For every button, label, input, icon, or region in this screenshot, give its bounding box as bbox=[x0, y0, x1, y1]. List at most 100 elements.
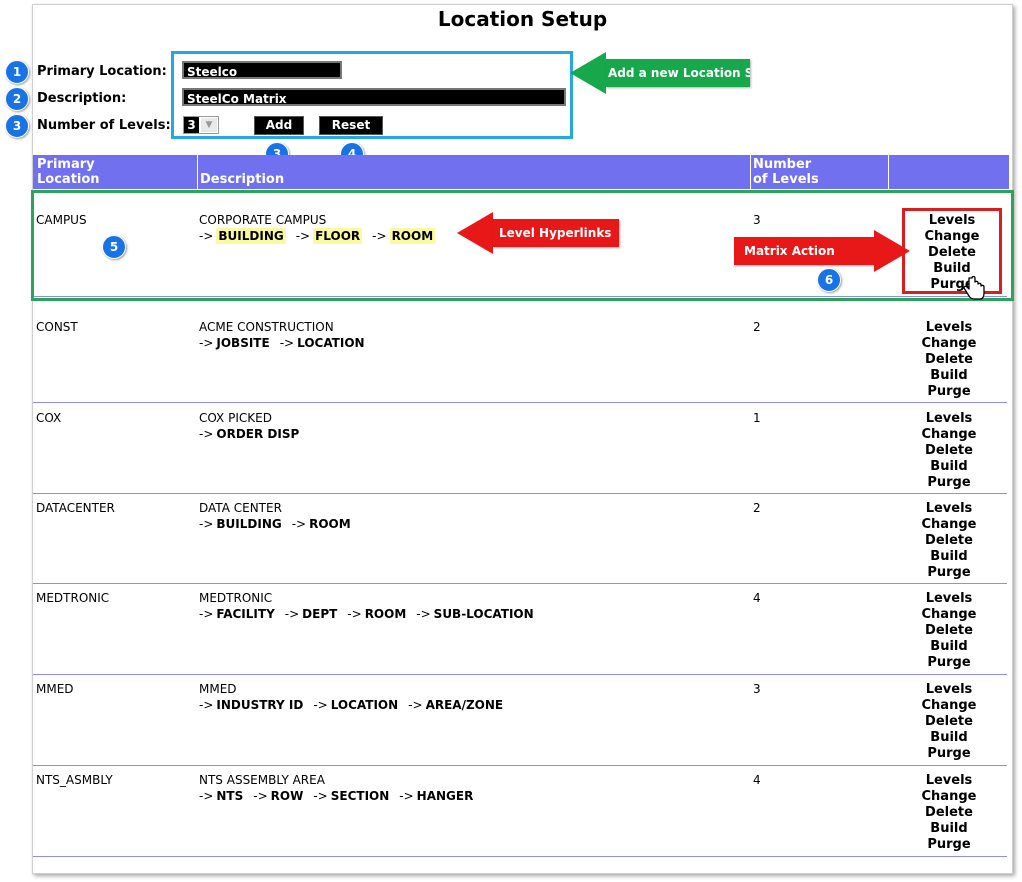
row-divider bbox=[33, 674, 1007, 675]
action-link-build[interactable]: Build bbox=[930, 639, 968, 654]
action-link-change[interactable]: Change bbox=[921, 607, 977, 622]
action-link-delete[interactable]: Delete bbox=[925, 714, 973, 729]
action-link-build[interactable]: Build bbox=[930, 459, 968, 474]
number-of-levels-select[interactable]: 3 ▼ bbox=[183, 116, 219, 134]
action-link-change[interactable]: Change bbox=[924, 229, 980, 244]
badge-2: 2 bbox=[5, 87, 29, 111]
level-link[interactable]: ROOM bbox=[309, 517, 351, 531]
level-link[interactable]: ROOM bbox=[389, 228, 436, 244]
reset-button[interactable]: Reset bbox=[319, 116, 383, 135]
level-link[interactable]: HANGER bbox=[416, 789, 474, 803]
action-link-purge[interactable]: Purge bbox=[927, 655, 971, 670]
level-link[interactable]: ROOM bbox=[364, 607, 407, 621]
action-link-change[interactable]: Change bbox=[921, 698, 977, 713]
action-link-levels[interactable]: Levels bbox=[925, 320, 973, 335]
action-link-delete[interactable]: Delete bbox=[925, 352, 973, 367]
action-link-build[interactable]: Build bbox=[930, 368, 968, 383]
level-arrow: -> bbox=[408, 698, 423, 712]
action-link-build[interactable]: Build bbox=[930, 821, 968, 836]
cell-description: ACME CONSTRUCTION bbox=[199, 320, 334, 334]
level-link[interactable]: DEPT bbox=[302, 607, 338, 621]
level-link[interactable]: INDUSTRY ID bbox=[216, 698, 304, 712]
header-primary-line1: Primary bbox=[37, 157, 95, 172]
action-link-levels[interactable]: Levels bbox=[928, 213, 976, 228]
action-link-purge[interactable]: Purge bbox=[927, 565, 971, 580]
cell-number-of-levels: 1 bbox=[753, 411, 761, 425]
action-link-build[interactable]: Build bbox=[933, 261, 971, 276]
level-link[interactable]: ORDER DISP bbox=[216, 427, 300, 441]
level-arrow: -> bbox=[347, 607, 362, 621]
action-link-delete[interactable]: Delete bbox=[925, 533, 973, 548]
hand-cursor-icon bbox=[963, 275, 985, 300]
header-description: Description bbox=[200, 172, 285, 187]
action-link-change[interactable]: Change bbox=[921, 789, 977, 804]
action-link-delete[interactable]: Delete bbox=[925, 805, 973, 820]
level-link[interactable]: FLOOR bbox=[313, 228, 363, 244]
cell-description: COX PICKED bbox=[199, 411, 272, 425]
header-divider bbox=[750, 155, 751, 189]
level-arrow: -> bbox=[284, 607, 300, 621]
cell-number-of-levels: 3 bbox=[753, 213, 761, 227]
level-arrow: -> bbox=[416, 607, 431, 621]
action-link-change[interactable]: Change bbox=[921, 427, 977, 442]
cell-primary-location: CAMPUS bbox=[36, 213, 87, 227]
form-highlight-box bbox=[171, 51, 573, 139]
action-link-delete[interactable]: Delete bbox=[925, 623, 973, 638]
primary-location-input[interactable]: Steelco bbox=[182, 61, 342, 79]
callout-level-hyperlinks-text: Level Hyperlinks bbox=[493, 219, 619, 247]
callout-matrix-action-links-text: Matrix Action Links bbox=[734, 237, 874, 286]
level-link[interactable]: AREA/ZONE bbox=[425, 698, 504, 712]
action-link-purge[interactable]: Purge bbox=[927, 746, 971, 761]
cell-number-of-levels: 4 bbox=[753, 773, 761, 787]
level-link[interactable]: SUB-LOCATION bbox=[433, 607, 534, 621]
level-link[interactable]: LOCATION bbox=[330, 698, 399, 712]
action-link-change[interactable]: Change bbox=[921, 336, 977, 351]
row-divider bbox=[33, 583, 1007, 584]
level-arrow: -> bbox=[295, 229, 311, 243]
level-link[interactable]: BUILDING bbox=[216, 228, 286, 244]
action-link-purge[interactable]: Purge bbox=[930, 277, 974, 292]
action-link-levels[interactable]: Levels bbox=[925, 501, 973, 516]
level-hyperlinks: ->BUILDING->FLOOR->ROOM bbox=[199, 228, 445, 244]
action-link-build[interactable]: Build bbox=[930, 549, 968, 564]
level-arrow: -> bbox=[199, 607, 214, 621]
action-link-purge[interactable]: Purge bbox=[927, 384, 971, 399]
cell-primary-location: CONST bbox=[36, 320, 78, 334]
cell-description: DATA CENTER bbox=[199, 501, 282, 515]
row-highlight-box bbox=[31, 190, 1014, 301]
level-arrow: -> bbox=[199, 336, 214, 350]
cell-primary-location: MEDTRONIC bbox=[36, 591, 110, 605]
add-button[interactable]: Add bbox=[254, 116, 304, 135]
level-link[interactable]: LOCATION bbox=[297, 336, 365, 350]
action-link-levels[interactable]: Levels bbox=[925, 411, 973, 426]
level-link[interactable]: ROW bbox=[270, 789, 304, 803]
level-hyperlinks: ->INDUSTRY ID->LOCATION->AREA/ZONE bbox=[199, 698, 513, 712]
action-link-build[interactable]: Build bbox=[930, 730, 968, 745]
cell-number-of-levels: 4 bbox=[753, 591, 761, 605]
level-arrow: -> bbox=[372, 229, 387, 243]
row-divider bbox=[33, 402, 1007, 403]
level-link[interactable]: JOBSITE bbox=[216, 336, 270, 350]
cell-description: CORPORATE CAMPUS bbox=[199, 213, 327, 227]
level-arrow: -> bbox=[199, 229, 214, 243]
page-container: Location Setup bbox=[32, 4, 1013, 874]
action-link-change[interactable]: Change bbox=[921, 517, 977, 532]
action-link-purge[interactable]: Purge bbox=[927, 837, 971, 852]
description-input[interactable]: SteelCo Matrix bbox=[182, 88, 566, 106]
badge-1: 1 bbox=[5, 60, 29, 84]
level-link[interactable]: FACILITY bbox=[216, 607, 275, 621]
level-link[interactable]: SECTION bbox=[330, 789, 390, 803]
action-link-delete[interactable]: Delete bbox=[925, 443, 973, 458]
action-link-levels[interactable]: Levels bbox=[925, 591, 973, 606]
level-link[interactable]: BUILDING bbox=[216, 517, 282, 531]
callout-level-hyperlinks: Level Hyperlinks bbox=[457, 212, 619, 254]
action-link-purge[interactable]: Purge bbox=[927, 475, 971, 490]
action-link-levels[interactable]: Levels bbox=[925, 682, 973, 697]
action-link-delete[interactable]: Delete bbox=[928, 245, 976, 260]
callout-matrix-action-links: Matrix Action Links bbox=[734, 230, 910, 286]
action-link-levels[interactable]: Levels bbox=[925, 773, 973, 788]
level-link[interactable]: NTS bbox=[216, 789, 244, 803]
cell-description: MMED bbox=[199, 682, 237, 696]
number-of-levels-value: 3 bbox=[184, 117, 199, 133]
